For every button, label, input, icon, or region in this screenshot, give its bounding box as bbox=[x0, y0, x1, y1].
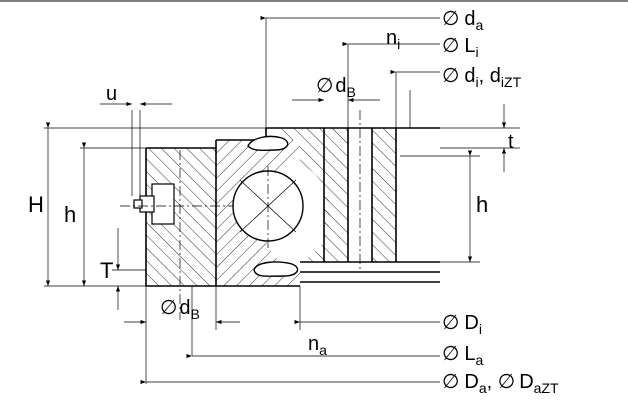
dimension-lines bbox=[45, 15, 507, 385]
inner-ring-section bbox=[280, 128, 396, 262]
label-h-right: h bbox=[476, 192, 488, 217]
label-dB-top: ∅dB bbox=[316, 75, 356, 100]
label-t: t bbox=[508, 131, 514, 153]
label-ni: ni bbox=[386, 27, 400, 52]
label-h-left: h bbox=[64, 202, 76, 227]
lower-seal bbox=[253, 261, 299, 277]
label-Di: ∅Di bbox=[442, 312, 482, 337]
grease-nipple bbox=[133, 183, 175, 225]
upper-seal bbox=[247, 135, 289, 152]
label-T: T bbox=[100, 258, 113, 283]
extension-lines bbox=[44, 18, 520, 384]
label-H: H bbox=[28, 192, 44, 217]
label-di: ∅di, diZT bbox=[442, 65, 522, 90]
label-u: u bbox=[106, 83, 117, 105]
label-na: na bbox=[308, 333, 327, 358]
label-La: ∅La bbox=[442, 343, 484, 368]
label-dB-bottom: ∅dB bbox=[160, 297, 200, 322]
label-Li: ∅Li bbox=[442, 35, 479, 60]
label-da: ∅da bbox=[442, 8, 484, 33]
label-Da: ∅Da, ∅DaZT bbox=[442, 371, 559, 396]
